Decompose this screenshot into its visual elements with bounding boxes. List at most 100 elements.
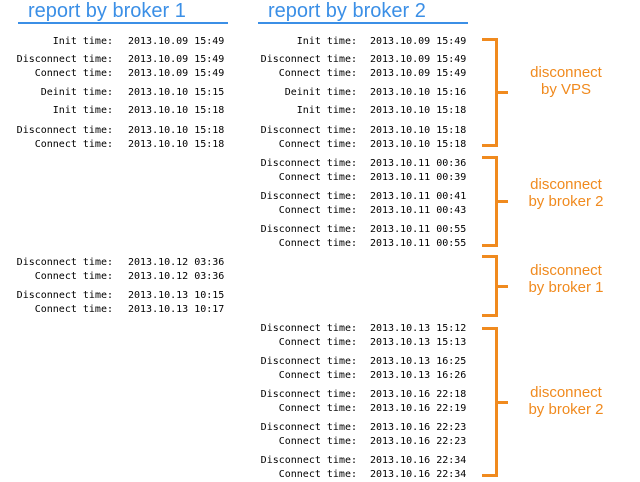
annotation-broker-1: disconnect by broker 1 (506, 262, 626, 296)
log-row-label: Connect time: (278, 172, 357, 183)
log-row: Disconnect time: 2013.10.16 22:18 (0, 388, 640, 402)
log-row-timestamp: 2013.10.16 22:34 (370, 469, 467, 480)
log-row: Connect time: 2013.10.11 00:39 (0, 171, 640, 185)
log-row-label: Connect time: (278, 238, 357, 249)
log-row-timestamp: 2013.10.11 00:39 (370, 172, 467, 183)
log-row-label: Disconnect time: (260, 422, 357, 433)
log-row-label: Disconnect time: (16, 257, 113, 268)
log-row: Disconnect time:2013.10.11 00:55 (0, 223, 640, 237)
log-row-label: Init time: (52, 36, 113, 47)
annotation-line1: disconnect (530, 262, 602, 279)
log-row-label: Connect time: (278, 337, 357, 348)
log-row-timestamp: 2013.10.11 00:55 (370, 238, 467, 249)
annotation-line1: disconnect (530, 384, 602, 401)
log-row-timestamp: 2013.10.09 15:49 (128, 68, 225, 79)
log-row-label: Deinit time: (284, 87, 357, 98)
log-row: Connect time:2013.10.13 10:17 (0, 303, 640, 317)
annotation-line2: by broker 2 (528, 401, 604, 418)
log-row-timestamp: 2013.10.11 00:43 (370, 205, 467, 216)
log-row: Disconnect time:2013.10.16 22:34 (0, 454, 640, 468)
log-row-label: Disconnect time: (260, 125, 357, 136)
log-row-timestamp: 2013.10.10 15:15 (128, 87, 225, 98)
log-row-label: Disconnect time: (16, 54, 113, 65)
log-row-timestamp: 2013.10.13 16:26 (370, 370, 467, 381)
log-row-label: Disconnect time: (260, 356, 357, 367)
log-row: Init time: 2013.10.09 15:49 (0, 35, 640, 49)
log-row: Disconnect time: 2013.10.16 22:23 (0, 421, 640, 435)
bracket-broker-2-first (482, 156, 508, 247)
log-row: Disconnect time: 2013.10.09 15:49 (0, 53, 640, 67)
log-row: Connect time: 2013.10.16 22:19 (0, 402, 640, 416)
log-row-timestamp: 2013.10.11 00:41 (370, 191, 467, 202)
log-row-timestamp: 2013.10.13 15:12 (370, 323, 467, 334)
log-row-timestamp: 2013.10.10 15:18 (370, 139, 467, 150)
log-row: Connect time: 2013.10.10 15:18 (0, 138, 640, 152)
log-row-label: Init time: (52, 105, 113, 116)
log-row: Connect time: 2013.10.16 22:23 (0, 435, 640, 449)
annotation-broker-2-first: disconnect by broker 2 (506, 176, 626, 210)
log-row-timestamp: 2013.10.09 15:49 (370, 36, 467, 47)
left-column-title: report by broker 1 (18, 0, 228, 24)
log-row-timestamp: 2013.10.12 03:36 (128, 271, 225, 282)
annotation-line2: by broker 2 (528, 193, 604, 210)
log-row-label: Connect time: (278, 205, 357, 216)
log-row-label: Disconnect time: (260, 389, 357, 400)
annotation-line2: by broker 1 (528, 279, 604, 296)
log-row-label: Connect time: (278, 68, 357, 79)
log-row-timestamp: 2013.10.10 15:18 (128, 139, 225, 150)
log-row-timestamp: 2013.10.10 15:16 (370, 87, 467, 98)
log-row: Deinit time: 2013.10.10 15:15 (0, 86, 640, 100)
log-row-timestamp: 2013.10.09 15:49 (370, 68, 467, 79)
log-row-timestamp: 2013.10.10 15:18 (128, 125, 225, 136)
log-row-timestamp: 2013.10.09 15:49 (370, 54, 467, 65)
annotation-vps: disconnect by VPS (506, 64, 626, 98)
log-row: Disconnect time:2013.10.13 16:25 (0, 355, 640, 369)
log-row-label: Disconnect time: (16, 290, 113, 301)
log-row-label: Init time: (296, 36, 357, 47)
log-row: Init time: 2013.10.10 15:18 (0, 104, 640, 118)
log-row-label: Connect time: (34, 68, 113, 79)
log-row-label: Connect time: (278, 139, 357, 150)
log-row-timestamp: 2013.10.09 15:49 (128, 54, 225, 65)
log-row-timestamp: 2013.10.11 00:36 (370, 158, 467, 169)
log-row: Init time: 2013.10.09 15:49 (0, 35, 640, 49)
log-row: Disconnect time: 2013.10.13 10:15 (0, 289, 640, 303)
log-row-timestamp: 2013.10.10 15:18 (370, 125, 467, 136)
log-row: Disconnect time: 2013.10.11 00:36 (0, 157, 640, 171)
log-row-timestamp: 2013.10.13 10:17 (128, 304, 225, 315)
log-row-label: Disconnect time: (260, 54, 357, 65)
log-row-label: Disconnect time: (16, 125, 113, 136)
log-row-label: Disconnect time: (260, 158, 357, 169)
log-row-label: Disconnect time: (260, 224, 357, 235)
log-row-label: Connect time: (278, 403, 357, 414)
log-row-label: Connect time: (34, 139, 113, 150)
log-row-label: Disconnect time: (260, 191, 357, 202)
log-row-label: Connect time: (278, 436, 357, 447)
log-row: Connect time: 2013.10.11 00:43 (0, 204, 640, 218)
log-row-timestamp: 2013.10.09 15:49 (128, 36, 225, 47)
log-row-label: Disconnect time: (260, 323, 357, 334)
log-row: Connect time: 2013.10.09 15:49 (0, 67, 640, 81)
log-row: Connect time: 2013.10.09 15:49 (0, 67, 640, 81)
log-row: Connect time: 2013.10.10 15:18 (0, 138, 640, 152)
log-row-timestamp: 2013.10.10 15:18 (128, 105, 225, 116)
annotation-line1: disconnect (530, 176, 602, 193)
log-row-label: Disconnect time: (260, 455, 357, 466)
log-row-label: Deinit time: (40, 87, 113, 98)
log-row-label: Connect time: (278, 469, 357, 480)
log-row-timestamp: 2013.10.16 22:23 (370, 436, 467, 447)
log-row: Connect time: 2013.10.13 16:26 (0, 369, 640, 383)
log-row: Connect time:2013.10.12 03:36 (0, 270, 640, 284)
log-row-timestamp: 2013.10.16 22:19 (370, 403, 467, 414)
bracket-broker-2-second (482, 327, 508, 477)
annotation-line2: by VPS (540, 81, 592, 98)
log-row-timestamp: 2013.10.13 10:15 (128, 290, 225, 301)
log-row: Connect time: 2013.10.16 22:34 (0, 468, 640, 482)
log-row-label: Connect time: (278, 370, 357, 381)
log-row-timestamp: 2013.10.16 22:18 (370, 389, 467, 400)
bracket-vps (482, 38, 508, 147)
log-row-timestamp: 2013.10.16 22:23 (370, 422, 467, 433)
log-row: Disconnect time: 2013.10.13 15:12 (0, 322, 640, 336)
log-row: Deinit time: 2013.10.10 15:16 (0, 86, 640, 100)
annotation-line1: disconnect (530, 64, 602, 81)
